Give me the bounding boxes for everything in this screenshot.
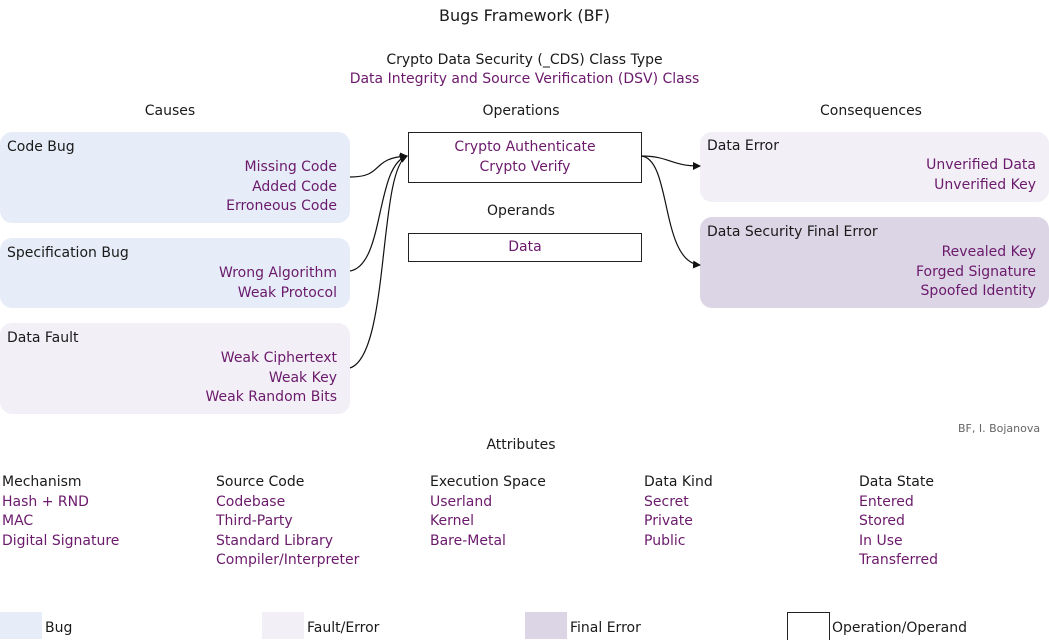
operation-item: Crypto Verify [479,158,571,175]
attribute-value: Secret [644,493,689,510]
attribute-value: Entered [859,493,914,510]
attribute-group-execution-space: Execution Space Userland Kernel Bare-Met… [430,473,546,551]
attribute-group-title: Source Code [216,474,305,490]
operands-heading: Operands [487,203,555,219]
cause-item: Added Code [252,178,337,195]
consequence-item: Unverified Key [934,176,1036,193]
arrow-operations-to-final-error [640,155,701,269]
cause-title: Data Fault [7,330,79,346]
cause-item: Weak Protocol [237,284,337,301]
legend-swatch-final-error [525,612,567,639]
consequence-item: Unverified Data [926,157,1036,173]
attribute-value: Compiler/Interpreter [216,552,360,568]
class-name: Data Integrity and Source Verification (… [349,71,700,87]
operation-item: Crypto Authenticate [454,139,596,155]
attribute-value: Public [644,532,686,549]
attribute-value: Bare-Metal [430,532,506,549]
cause-specification-bug: Specification Bug Wrong Algorithm Weak P… [0,238,350,308]
consequences-heading: Consequences [820,103,922,119]
cause-item: Weak Ciphertext [220,350,337,366]
causes-heading: Causes [144,103,196,119]
attribute-value: In Use [859,532,903,549]
consequence-item: Spoofed Identity [920,283,1036,299]
attribute-group-data-state: Data State Entered Stored In Use Transfe… [859,473,938,571]
attribute-group-title: Data State [859,474,934,490]
attribute-group-source-code: Source Code Codebase Third-Party Standar… [216,473,359,571]
consequence-item: Forged Signature [915,263,1036,280]
cause-item: Missing Code [244,159,338,175]
arrow-operations-to-data-error [640,155,701,170]
consequence-final-error: Data Security Final Error Revealed Key F… [700,217,1049,308]
attribute-value: Third-Party [216,513,293,529]
diagram-title: Bugs Framework (BF) [438,6,610,25]
cause-code-bug: Code Bug Missing Code Added Code Erroneo… [0,132,350,223]
cause-title: Specification Bug [7,245,129,261]
consequence-item: Revealed Key [941,244,1036,260]
attribute-group-data-kind: Data Kind Secret Private Public [644,473,713,551]
attribute-value: Stored [859,513,905,529]
arrow-data-fault-to-operations [349,155,408,369]
legend-swatch-fault [262,612,304,639]
attribute-value: Codebase [216,493,286,510]
attribute-value: Hash + RND [2,493,89,510]
cause-items: Wrong Algorithm Weak Protocol [219,264,337,303]
cause-items: Weak Ciphertext Weak Key Weak Random Bit… [206,349,337,408]
attribute-value: MAC [2,513,34,529]
arrow-spec-bug-to-operations [349,154,408,272]
legend-label: Operation/Operand [832,620,968,636]
operations-heading: Operations [482,103,560,119]
legend-label: Bug [45,620,73,636]
legend-label: Final Error [570,620,641,636]
arrow-code-bug-to-operations [349,152,408,178]
cause-item: Weak Random Bits [205,389,337,405]
legend-label: Fault/Error [307,620,380,636]
consequence-title: Data Security Final Error [707,224,878,240]
legend-swatch-bug [0,612,42,639]
cause-items: Missing Code Added Code Erroneous Code [226,158,337,217]
legend-swatch-operation [787,612,830,640]
operations-box: Crypto Authenticate Crypto Verify [408,132,642,183]
operands-box: Data [408,233,642,262]
attribute-group-mechanism: Mechanism Hash + RND MAC Digital Signatu… [2,473,119,551]
consequence-data-error: Data Error Unverified Data Unverified Ke… [700,132,1049,202]
attribute-value: Standard Library [216,532,334,549]
cause-title: Code Bug [7,139,75,155]
attributes-heading: Attributes [486,437,556,453]
attribute-value: Kernel [430,513,474,529]
attribute-value: Digital Signature [2,532,120,549]
cause-item: Wrong Algorithm [218,265,337,281]
consequence-title: Data Error [707,138,780,154]
attribute-group-title: Data Kind [644,474,713,490]
consequence-items: Unverified Data Unverified Key [926,156,1036,195]
attribute-value: Transferred [859,552,938,568]
consequence-items: Revealed Key Forged Signature Spoofed Id… [916,243,1036,302]
cause-item: Erroneous Code [226,198,337,214]
attribute-group-title: Mechanism [2,474,82,490]
cause-data-fault: Data Fault Weak Ciphertext Weak Key Weak… [0,323,350,414]
class-type: Crypto Data Security (_CDS) Class Type [386,52,663,68]
credit: BF, I. Bojanova [958,422,1041,435]
attribute-value: Userland [430,493,493,510]
cause-item: Weak Key [268,369,337,386]
attribute-value: Private [644,513,693,529]
operand-item: Data [508,239,542,255]
attribute-group-title: Execution Space [430,474,546,490]
